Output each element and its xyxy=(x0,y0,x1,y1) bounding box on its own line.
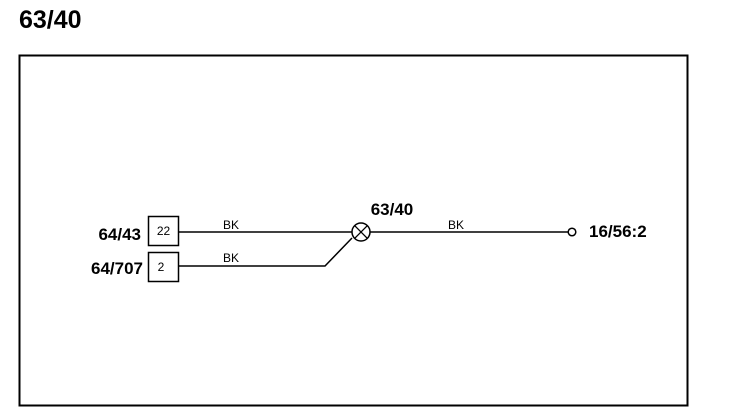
terminal-icon xyxy=(567,227,577,237)
wire-color-label: BK xyxy=(223,218,239,232)
connector-64-43: 64/43 22 xyxy=(98,215,180,247)
connector-pin-box xyxy=(147,215,180,247)
connector-label: 64/43 xyxy=(98,225,141,244)
wire-segment xyxy=(179,237,353,267)
terminal-label: 16/56:2 xyxy=(589,222,647,241)
wire-color-label: BK xyxy=(448,218,464,232)
connector-label: 64/707 xyxy=(91,259,143,278)
connector-pin-number: 22 xyxy=(157,224,171,238)
splice-icon xyxy=(351,222,371,242)
wire-color-label: BK xyxy=(223,251,239,265)
connector-pin-number: 2 xyxy=(158,260,165,274)
connector-pin-box xyxy=(147,251,180,283)
page-title: 63/40 xyxy=(19,6,82,34)
connector-64-707: 64/707 2 xyxy=(91,251,180,283)
splice-label: 63/40 xyxy=(371,200,414,219)
diagram-frame xyxy=(18,54,689,407)
